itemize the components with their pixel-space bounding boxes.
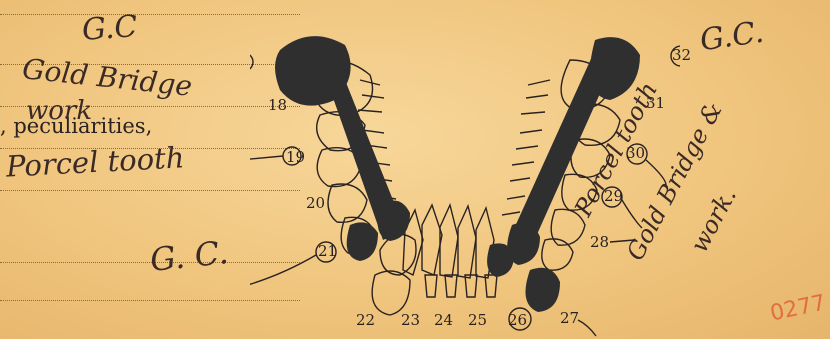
handwritten-work-right: work. (687, 184, 740, 256)
handwritten-work: work (26, 98, 92, 124)
tooth-number-18: 18 (268, 98, 287, 113)
red-stamp-number: 0277 (768, 290, 828, 326)
tooth-number-19: 19 (286, 150, 305, 165)
tooth-number-29: 29 (604, 189, 623, 204)
tooth-number-28: 28 (590, 235, 609, 250)
tooth-number-27: 27 (560, 311, 579, 326)
handwritten-gc-top-right: G.C. (698, 18, 765, 57)
form-line (0, 14, 300, 15)
handwritten-gc-top-left: G.C (81, 12, 138, 46)
tooth-number-23: 23 (401, 313, 420, 328)
handwritten-gold-bridge: Gold Bridge (21, 55, 193, 101)
dental-chart-lower-arch (250, 20, 680, 339)
tooth-number-20: 20 (306, 196, 325, 211)
handwritten-porcel-tooth: Porcel tooth (5, 143, 185, 181)
tooth-number-26: 26 (508, 313, 527, 328)
handwritten-gc-bottom-left: G. C. (149, 236, 230, 276)
tooth-number-21: 21 (318, 244, 337, 259)
tooth-number-30: 30 (626, 146, 645, 161)
tooth-number-31: 31 (646, 96, 665, 111)
tooth-number-22: 22 (356, 313, 375, 328)
tooth-number-25: 25 (468, 313, 487, 328)
tooth-number-24: 24 (434, 313, 453, 328)
tooth-number-32: 32 (672, 48, 691, 63)
